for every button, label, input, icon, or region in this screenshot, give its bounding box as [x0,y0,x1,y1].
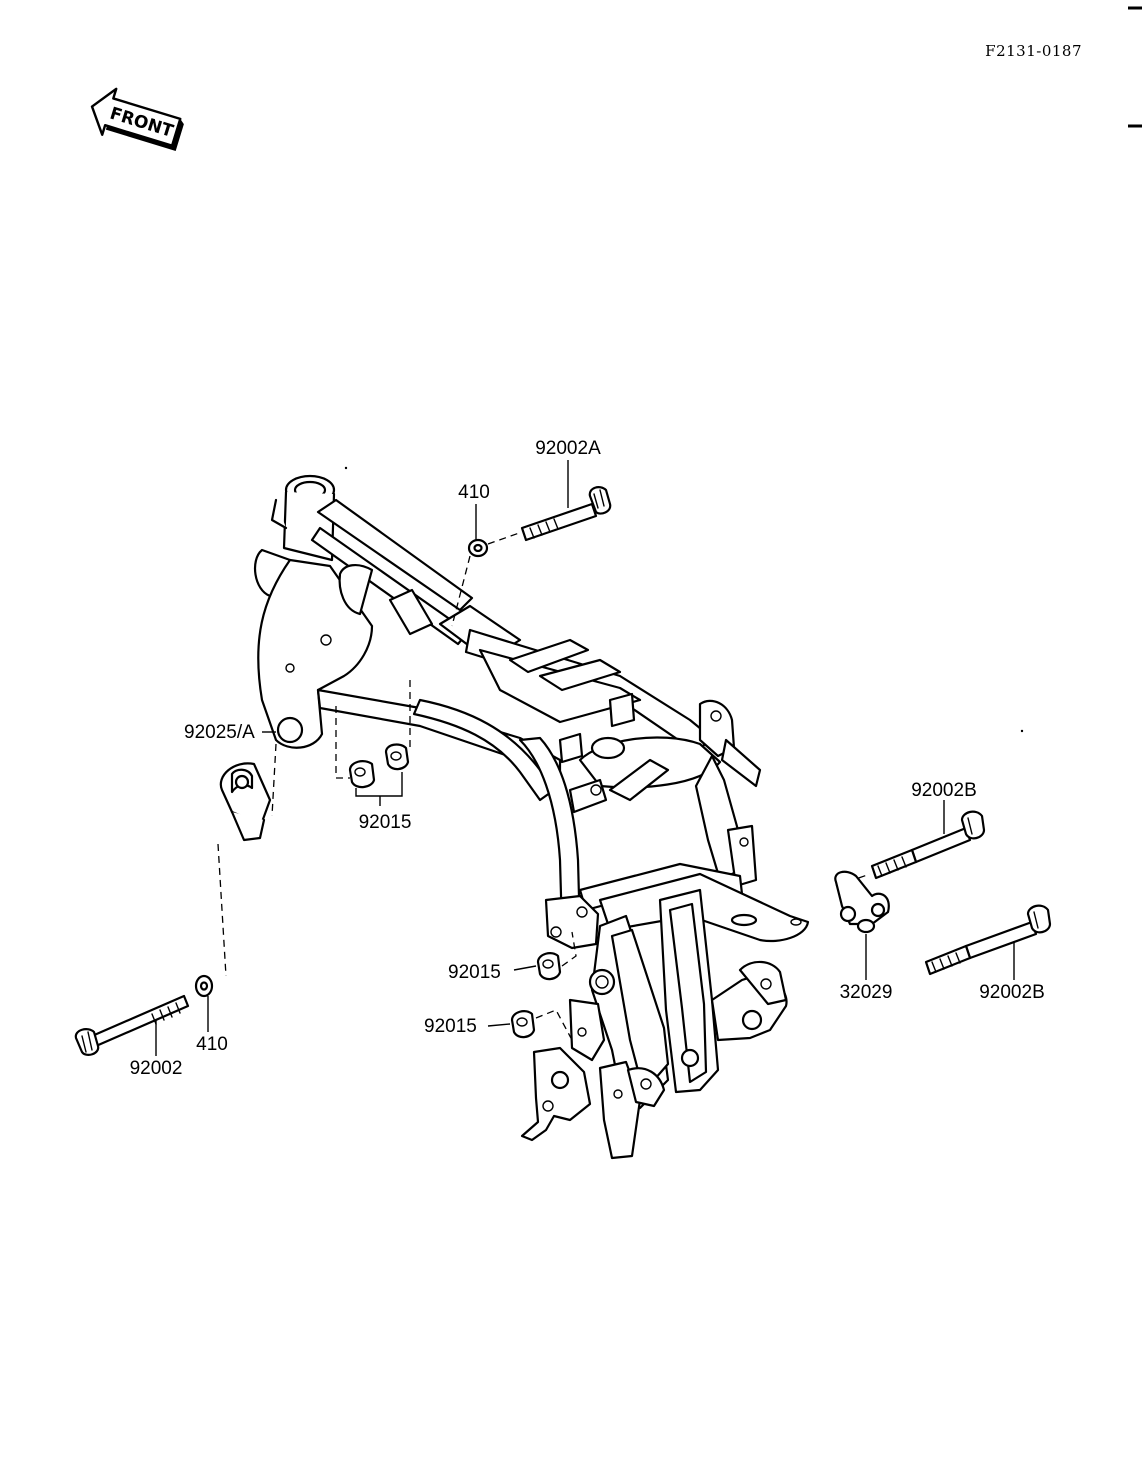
collar-92025a [219,762,272,842]
stray-dot [344,466,348,470]
label-92002b-lower: 92002B [979,982,1045,1003]
leader-lines [155,460,1015,1056]
label-92002b-upper: 92002B [911,780,977,801]
front-arrow-icon: FRONT [90,87,184,151]
label-410-top: 410 [458,482,490,503]
washer-410-top [467,538,489,558]
label-92015-pair: 92015 [359,812,412,833]
label-92002a: 92002A [535,438,601,459]
label-92002: 92002 [130,1058,183,1079]
part-labels: 92002A 410 92025/A 92015 92002B 32029 92… [130,438,1045,1079]
label-410-left: 410 [196,1034,228,1055]
bolt-92002b-lower [924,904,1052,976]
label-92025a: 92025/A [184,722,255,743]
nut-92015-pair [348,743,410,789]
bolt-92002-left [74,994,190,1056]
nut-92015-lower [510,1010,536,1039]
bracket-32029 [834,870,890,934]
nut-92015-mid [536,952,562,981]
motorcycle-frame [253,474,810,1160]
stray-dot [1020,729,1024,733]
page-edge-marks [1128,6,1142,128]
washer-410-left [194,974,214,998]
bolt-92002a [520,486,612,542]
label-92015-mid: 92015 [448,962,501,983]
label-32029: 32029 [840,982,893,1003]
reference-code: F2131-0187 [985,42,1082,60]
bolt-92002b-upper [870,810,986,880]
label-92015-lower: 92015 [424,1016,477,1037]
